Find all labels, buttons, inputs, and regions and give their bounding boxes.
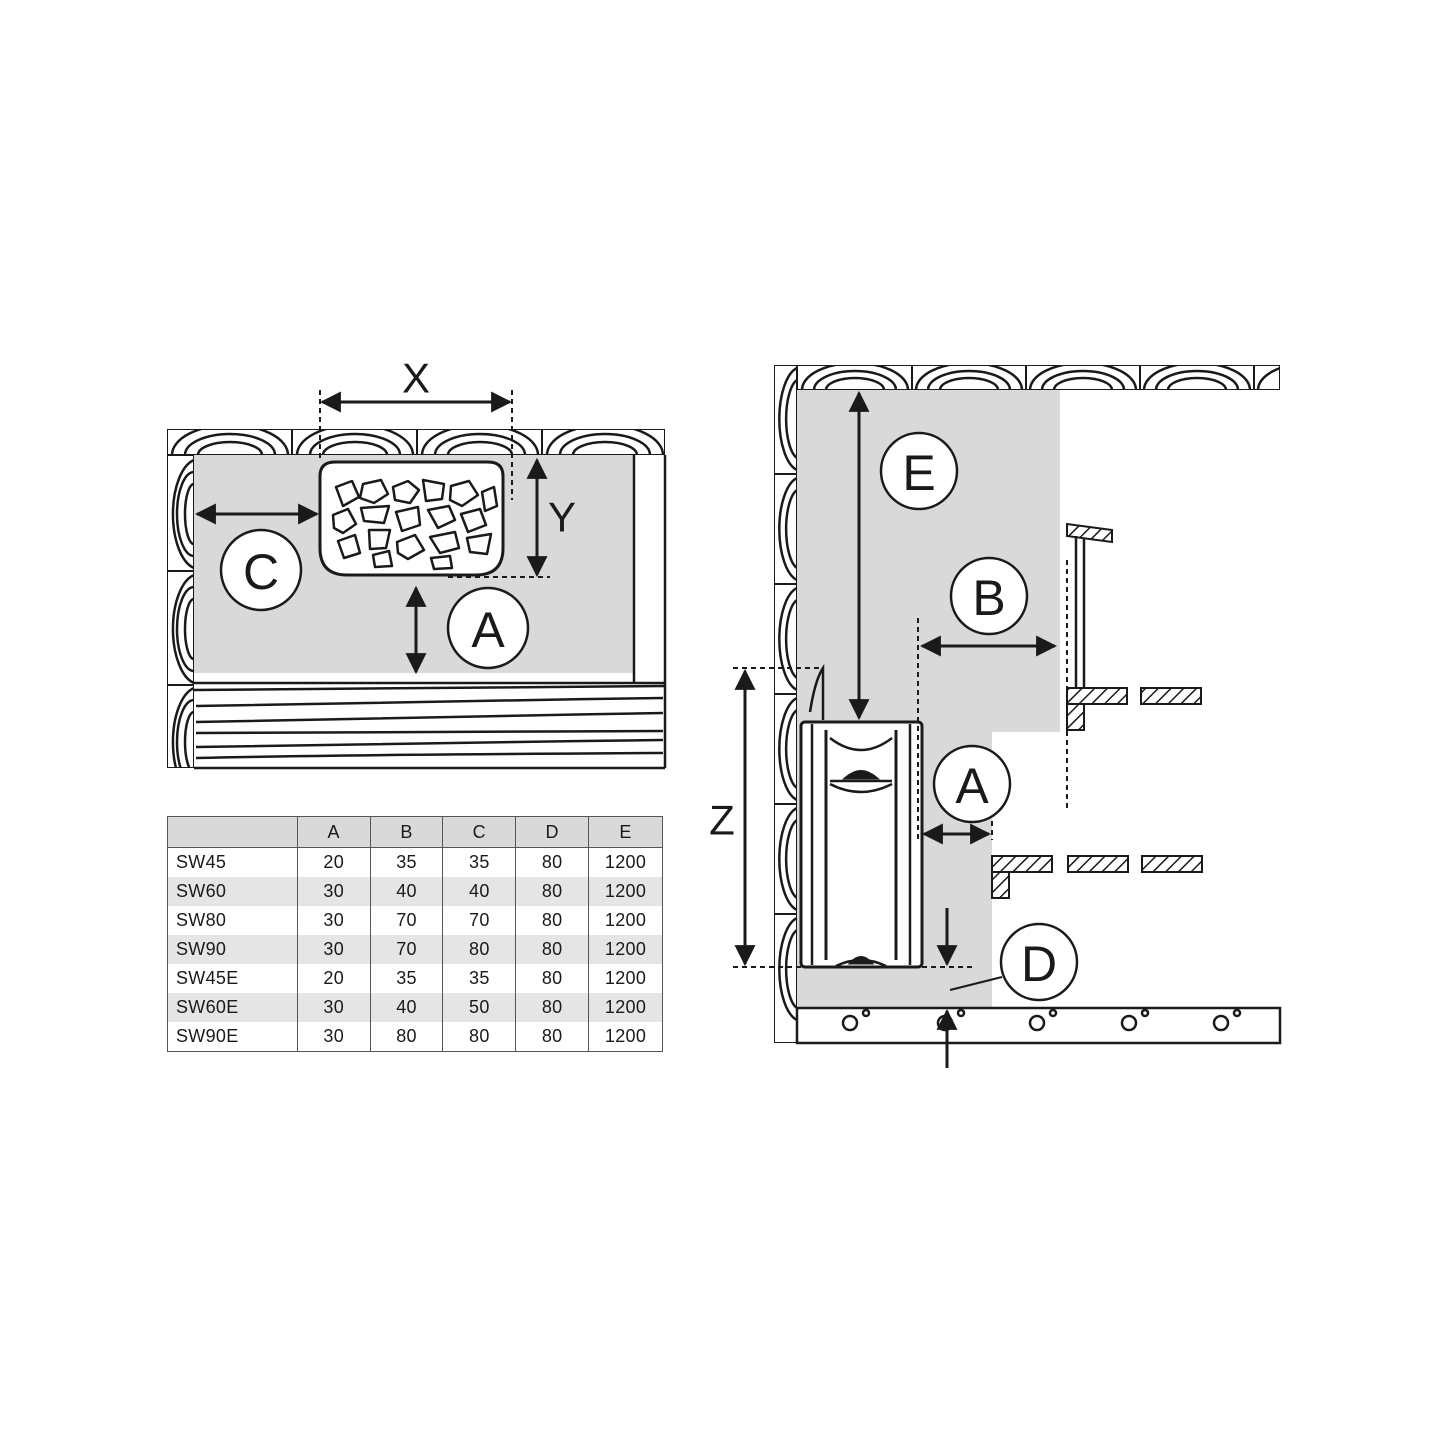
table-cell: 80 <box>442 1022 517 1052</box>
table-cell: 80 <box>515 935 590 964</box>
model-cell: SW45 <box>167 847 298 877</box>
table-cell: 80 <box>515 847 590 877</box>
model-cell: SW60 <box>167 877 298 906</box>
column-header: E <box>588 816 663 848</box>
table-cell: 80 <box>369 1022 444 1052</box>
table-row: SW45 20 35 35 80 1200 <box>167 847 663 877</box>
table-row: SW80 30 70 70 80 1200 <box>167 906 663 935</box>
table-cell: 30 <box>296 1022 371 1052</box>
table-cell: 20 <box>296 964 371 993</box>
table-cell: 1200 <box>588 964 663 993</box>
table-cell: 1200 <box>588 906 663 935</box>
column-header: C <box>442 816 517 848</box>
table-row: SW90 30 70 80 80 1200 <box>167 935 663 964</box>
table-cell: 40 <box>442 877 517 906</box>
table-cell: 1200 <box>588 847 663 877</box>
model-cell: SW90 <box>167 935 298 964</box>
label-a-badge: A <box>446 586 530 670</box>
label-e: E <box>902 445 935 501</box>
table-cell: 20 <box>296 847 371 877</box>
lower-bench <box>991 855 1203 899</box>
label-d-leader <box>949 976 1003 991</box>
table-cell: 1200 <box>588 877 663 906</box>
table-cell: 30 <box>296 906 371 935</box>
column-header <box>167 816 298 848</box>
table-cell: 70 <box>369 935 444 964</box>
table-header-row: A B C D E <box>167 816 663 848</box>
table-cell: 1200 <box>588 1022 663 1052</box>
table-cell: 35 <box>442 964 517 993</box>
label-d-badge: D <box>999 922 1079 1002</box>
side-view-diagram: Z E B A D <box>709 365 1282 1068</box>
table-cell: 35 <box>369 964 444 993</box>
table-cell: 40 <box>369 877 444 906</box>
column-header: B <box>369 816 444 848</box>
table-cell: 50 <box>442 993 517 1022</box>
table-cell: 35 <box>442 847 517 877</box>
table-cell: 80 <box>515 906 590 935</box>
label-e-badge: E <box>879 431 959 511</box>
label-a-badge: A <box>932 744 1012 824</box>
top-view-diagram: X Y C A <box>167 355 667 770</box>
heater-top-view <box>318 460 505 577</box>
column-header: D <box>515 816 590 848</box>
label-a: A <box>955 758 989 814</box>
label-a: A <box>471 602 505 658</box>
table-cell: 30 <box>296 877 371 906</box>
table-cell: 1200 <box>588 993 663 1022</box>
bench <box>193 455 667 770</box>
table-cell: 70 <box>442 906 517 935</box>
dimension-guides <box>733 560 1068 968</box>
model-cell: SW80 <box>167 906 298 935</box>
table-cell: 40 <box>369 993 444 1022</box>
table-cell: 80 <box>515 1022 590 1052</box>
label-b: B <box>972 570 1005 626</box>
label-d: D <box>1021 936 1057 992</box>
table-cell: 80 <box>515 877 590 906</box>
table-cell: 35 <box>369 847 444 877</box>
table-row: SW90E 30 80 80 80 1200 <box>167 1022 663 1052</box>
dimension-z-label: Z <box>709 797 735 844</box>
column-header: A <box>296 816 371 848</box>
label-c: C <box>243 544 279 600</box>
wall-logs <box>774 365 797 1043</box>
table-row: SW60 30 40 40 80 1200 <box>167 877 663 906</box>
table-cell: 80 <box>442 935 517 964</box>
table-row: SW60E 30 40 50 80 1200 <box>167 993 663 1022</box>
table-cell: 30 <box>296 993 371 1022</box>
table-cell: 1200 <box>588 935 663 964</box>
table-cell: 70 <box>369 906 444 935</box>
top-wall-logs <box>167 429 665 455</box>
dimension-x-label: X <box>402 355 430 402</box>
table-row: SW45E 20 35 35 80 1200 <box>167 964 663 993</box>
clearance-table: A B C D E SW45 20 35 35 80 1200 SW60 30 … <box>167 816 663 1052</box>
label-b-badge: B <box>949 556 1029 636</box>
model-cell: SW60E <box>167 993 298 1022</box>
label-c-badge: C <box>219 528 303 612</box>
upper-bench <box>1066 522 1202 731</box>
sauna-stones <box>331 478 499 571</box>
side-wall-logs <box>167 455 194 768</box>
table-cell: 80 <box>515 964 590 993</box>
model-cell: SW90E <box>167 1022 298 1052</box>
table-cell: 80 <box>515 993 590 1022</box>
model-cell: SW45E <box>167 964 298 993</box>
table-cell: 30 <box>296 935 371 964</box>
floor <box>795 1006 1282 1045</box>
ceiling-logs <box>797 365 1280 390</box>
dimension-y-label: Y <box>548 494 576 541</box>
